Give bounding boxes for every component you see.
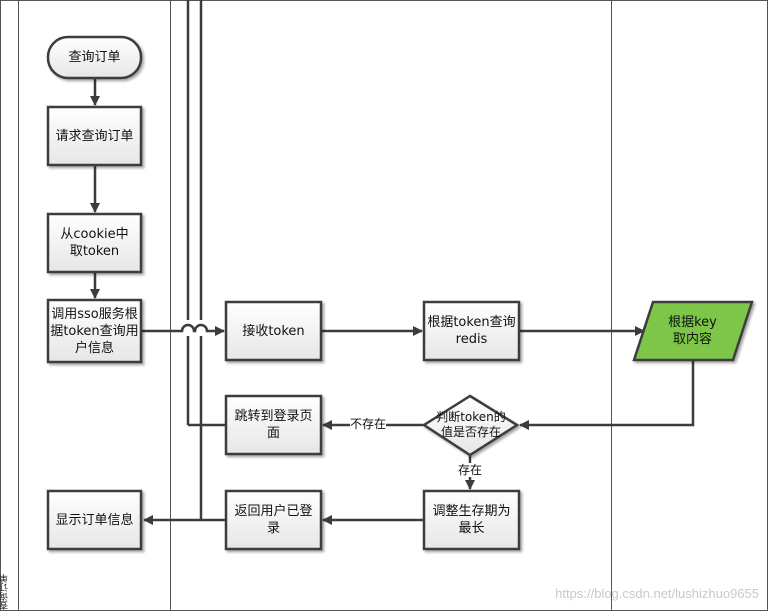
cookie-box	[46, 212, 143, 274]
request-label: 请求查询订单	[55, 128, 134, 144]
show-order-label: 显示订单信息	[55, 512, 134, 528]
receive-token-box	[224, 300, 323, 362]
redirect-login-box	[224, 394, 323, 456]
start-terminator	[46, 35, 143, 80]
receive-token-label: 接收token	[242, 323, 305, 339]
refresh-ttl-box	[422, 489, 521, 551]
get-value-parallelogram	[632, 300, 754, 362]
node-shapes	[46, 35, 754, 551]
redirect-login-label: 跳转到登录页面	[234, 409, 313, 441]
refresh-ttl-label: 调整生存期为最长	[432, 504, 511, 536]
request-box	[46, 105, 143, 167]
lane-title: 查询订单	[0, 574, 10, 610]
edges	[90, 79, 695, 525]
start-label: 查询订单	[68, 50, 121, 65]
edge-get-check	[519, 361, 695, 430]
query-redis-label: 根据token查询redis	[427, 315, 516, 347]
show-order-box	[46, 489, 143, 551]
watermark-text: https://blog.csdn.net/lushizhuo9655	[555, 586, 759, 601]
check-decision	[421, 394, 520, 457]
edge-sso-receive	[142, 323, 225, 336]
return-user-box	[224, 489, 323, 551]
return-user-label: 返回用户已登录	[234, 504, 313, 536]
connector-lines	[186, 0, 226, 520]
check-label: 判断token的值是否存在	[436, 410, 506, 439]
cookie-label: 从cookie中取token	[60, 227, 129, 259]
edge-label-not-exist: 不存在	[350, 417, 387, 431]
call-sso-label: 调用sso服务根据token查询用户信息	[50, 306, 139, 356]
edge-label-exist: 存在	[458, 463, 483, 477]
get-value-label: 根据key取内容	[668, 315, 717, 347]
query-redis-box	[422, 300, 521, 362]
call-sso-box	[46, 298, 143, 364]
